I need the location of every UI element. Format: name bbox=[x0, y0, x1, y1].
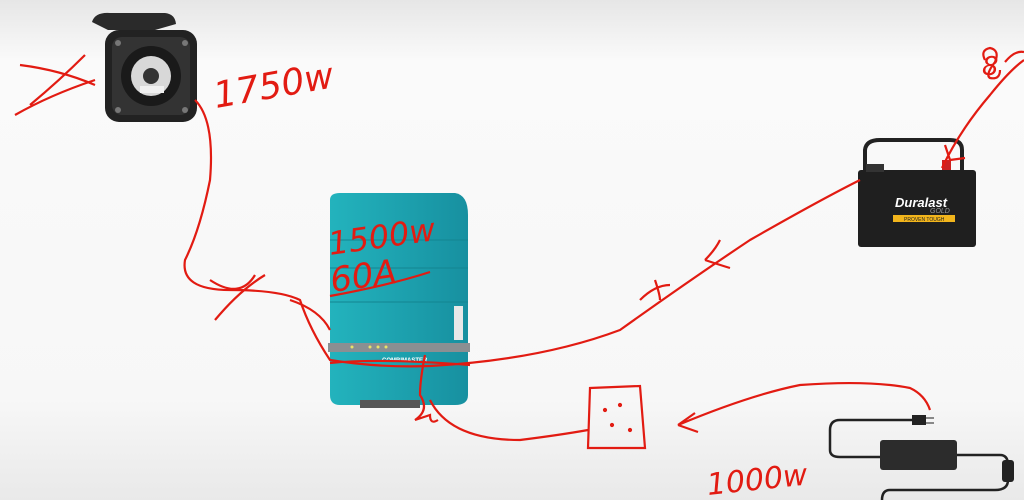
battery-brand-label: Duralast bbox=[895, 195, 948, 210]
battery-annotation: 8 bbox=[982, 52, 999, 82]
outlet-box bbox=[586, 384, 647, 450]
combimaster-inverter-image: COMBIMASTER bbox=[328, 193, 470, 408]
hand-drawn-wiring bbox=[14, 46, 1024, 450]
charger-image bbox=[828, 415, 1014, 500]
inverter-current-annotation: 60A bbox=[328, 252, 399, 301]
ac-and-dc-wire bbox=[183, 99, 861, 368]
arrow-mark bbox=[639, 279, 671, 301]
underline-mark bbox=[329, 270, 431, 298]
shore-power-inlet-image bbox=[92, 12, 197, 122]
battery-line-label: GOLD bbox=[930, 208, 950, 215]
duralast-battery-image: Duralast GOLD PROVEN TOUGH bbox=[858, 138, 976, 247]
cross-out-mark-inlet bbox=[14, 54, 96, 116]
battery-slogan-label: PROVEN TOUGH bbox=[904, 217, 945, 223]
arrow-mark bbox=[704, 239, 731, 270]
battery-annotation-glyphs bbox=[982, 46, 1024, 80]
cross-out-mark-wire bbox=[209, 274, 266, 321]
